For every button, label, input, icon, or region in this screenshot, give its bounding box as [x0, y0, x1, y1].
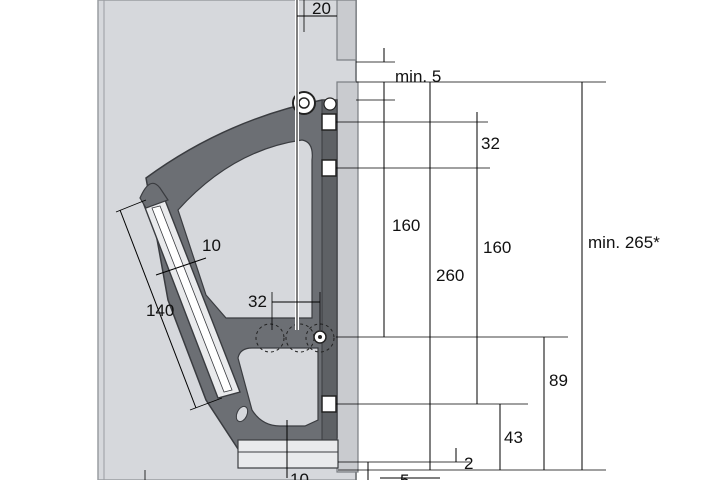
label-min5: min. 5 [395, 67, 441, 86]
mounting-plate [336, 81, 359, 473]
dim-10-arm [155, 257, 207, 276]
label-32-right: 32 [481, 134, 500, 153]
label-160-left: 160 [392, 216, 420, 235]
ref-lines [336, 121, 606, 471]
label-2: 2 [464, 454, 473, 473]
label-min265: min. 265* [588, 233, 660, 252]
dim-32-center [271, 292, 321, 330]
mounting-clip-top [321, 113, 337, 131]
label-160-right: 160 [483, 238, 511, 257]
dim-140 [115, 199, 223, 411]
drill-center-mark [313, 330, 327, 344]
mounting-clip-bottom [321, 395, 337, 413]
label-43: 43 [504, 428, 523, 447]
label-89: 89 [549, 371, 568, 390]
center-line-vertical [286, 0, 299, 478]
dim-20 [297, 0, 337, 32]
label-140: 140 [146, 301, 174, 320]
dim-min5 [356, 48, 606, 101]
label-10-bottom: 10 [290, 470, 309, 480]
bottom-ext-lines [144, 462, 440, 480]
mounting-clip-middle [321, 159, 337, 177]
label-5-bottom: 5 [400, 471, 409, 480]
label-20: 20 [312, 0, 331, 18]
lever-arm [139, 182, 241, 399]
label-32-center: 32 [248, 292, 267, 311]
lift-bracket [145, 99, 338, 453]
base-plate [237, 439, 339, 469]
top-panel-edge [336, 0, 357, 61]
label-260: 260 [436, 266, 464, 285]
label-10-arm: 10 [202, 236, 221, 255]
